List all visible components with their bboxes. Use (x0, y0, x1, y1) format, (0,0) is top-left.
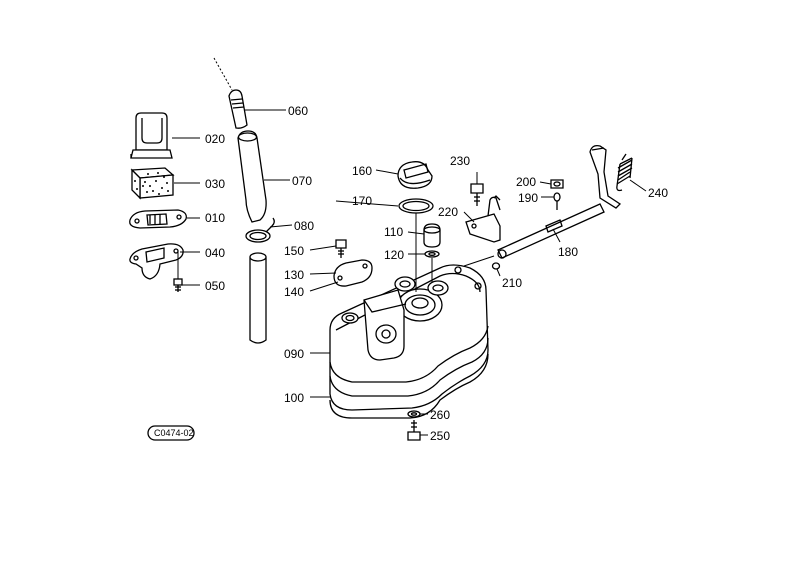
part-010-gasket-plate (129, 209, 187, 229)
part-260-washer (407, 410, 421, 418)
part-080-hose-clamp (245, 217, 275, 243)
part-240-spring (616, 153, 633, 192)
diagram-code-badge: C0474-02 (147, 425, 195, 441)
label-010: 010 (205, 211, 225, 225)
part-250-bolt (407, 420, 421, 441)
diagram-code: C0474-02 (154, 428, 194, 438)
label-160: 160 (352, 164, 372, 178)
label-230: 230 (450, 154, 470, 168)
part-230-bolt (470, 183, 484, 206)
label-150: 150 (284, 244, 304, 258)
label-100: 100 (284, 391, 304, 405)
part-180-shaft (463, 203, 605, 267)
label-050: 050 (205, 279, 225, 293)
label-210: 210 (502, 276, 522, 290)
label-060: 060 (288, 104, 308, 118)
label-120: 120 (384, 248, 404, 262)
part-170-o-ring (398, 198, 434, 292)
part-decomp-lever (589, 144, 622, 209)
part-160-filler-cap (397, 161, 433, 189)
label-030: 030 (205, 177, 225, 191)
label-040: 040 (205, 246, 225, 260)
part-hose-lower (249, 252, 267, 344)
part-190-washer (553, 192, 561, 210)
leader-lines (172, 109, 647, 436)
part-150-bolt (335, 239, 347, 258)
part-100-cover-gasket (329, 353, 489, 419)
label-220: 220 (438, 205, 458, 219)
part-130-side-plate (333, 259, 373, 287)
part-210-pin (491, 262, 501, 270)
part-040-base-plate (129, 243, 184, 280)
label-080: 080 (294, 219, 314, 233)
label-200: 200 (516, 175, 536, 189)
label-140: 140 (284, 285, 304, 299)
part-110-nut (423, 223, 441, 248)
label-170: 170 (352, 194, 372, 208)
label-190: 190 (518, 191, 538, 205)
label-130: 130 (284, 268, 304, 282)
part-070-hose (237, 130, 267, 223)
label-180: 180 (558, 245, 578, 259)
label-260: 260 (430, 408, 450, 422)
part-020-breather-cap (130, 112, 173, 159)
label-020: 020 (205, 132, 225, 146)
label-250: 250 (430, 429, 450, 443)
label-110: 110 (384, 225, 403, 239)
part-030-filter-element (130, 167, 175, 200)
part-060-hose-end (213, 57, 248, 129)
part-050-bolt (173, 278, 183, 292)
label-070: 070 (292, 174, 312, 188)
label-240: 240 (648, 186, 668, 200)
part-220-bracket (465, 195, 501, 243)
part-090-rocker-cover (329, 264, 489, 411)
part-200-nut (550, 179, 564, 189)
label-090: 090 (284, 347, 304, 361)
part-labels: 020 030 010 040 050 060 070 080 160 170 … (205, 104, 668, 443)
